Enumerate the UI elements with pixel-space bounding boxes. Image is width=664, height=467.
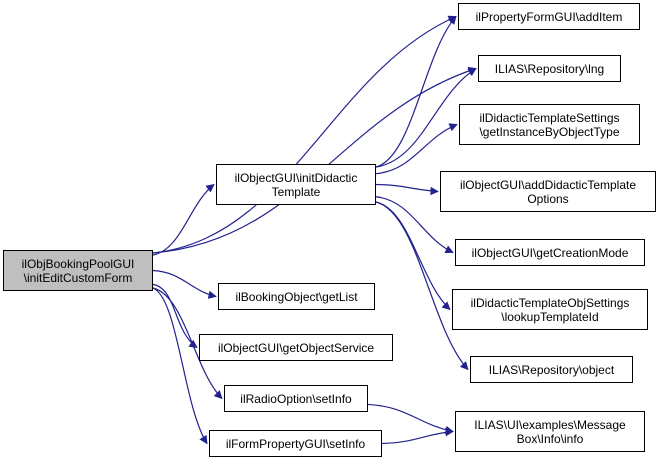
node-label: ILIAS\Repository\lng bbox=[494, 61, 605, 76]
node-label: ilDidacticTemplateObjSettings \lookupTem… bbox=[470, 295, 630, 324]
edge-initeditcustomform-to-ilformpropertygui-setinfo bbox=[152, 287, 208, 445]
edge-initeditcustomform-to-lng bbox=[152, 66, 477, 254]
edge-initeditcustomform-to-getobjectservice bbox=[152, 283, 198, 348]
edge-initeditcustomform-to-getlist bbox=[152, 269, 217, 299]
node-label: ilObjectGUI\addDidacticTemplate Options bbox=[459, 177, 637, 206]
node-label: ilObjectGUI\initDidactic Template bbox=[234, 170, 358, 199]
node-ilobjbookingpoolgui-initeditcustomform[interactable]: ilObjBookingPoolGUI \initEditCustomForm bbox=[3, 250, 153, 291]
node-ildidactictemplateobjsettings-lookuptemplateid[interactable]: ilDidacticTemplateObjSettings \lookupTem… bbox=[452, 289, 648, 330]
node-ilias-repository-object[interactable]: ILIAS\Repository\object bbox=[470, 356, 633, 383]
node-ilpropertyformgui-additem[interactable]: ilPropertyFormGUI\addItem bbox=[458, 3, 640, 30]
node-label: ILIAS\UI\examples\Message Box\Info\info bbox=[474, 417, 626, 446]
edge-ilradiooption-setinfo-to-messagebox-info bbox=[367, 403, 454, 435]
edge-initdidactictemplate-to-adddidactictemplateoptions bbox=[375, 183, 439, 196]
node-ilobjectgui-getcreationmode[interactable]: ilObjectGUI\getCreationMode bbox=[455, 239, 645, 266]
node-label: ilBookingObject\getList bbox=[235, 289, 358, 304]
edge-initeditcustomform-to-initdidactictemplate bbox=[152, 183, 215, 256]
edge-ilformpropertygui-setinfo-to-messagebox-info bbox=[381, 428, 454, 445]
edge-initdidactictemplate-to-additem bbox=[375, 15, 457, 168]
node-label: ilObjBookingPoolGUI \initEditCustomForm bbox=[21, 256, 135, 285]
node-ilradiooption-setinfo[interactable]: ilRadioOption\setInfo bbox=[224, 385, 368, 412]
node-ilobjectgui-initdidactictemplate[interactable]: ilObjectGUI\initDidactic Template bbox=[216, 164, 376, 205]
edge-initdidactictemplate-to-getcreationmode bbox=[375, 196, 454, 254]
node-ildidactictemplatesettings-getinstancebyobjecttype[interactable]: ilDidacticTemplateSettings \getInstanceB… bbox=[459, 104, 640, 145]
edge-initeditcustomform-to-additem bbox=[152, 15, 457, 254]
node-label: ilDidacticTemplateSettings \getInstanceB… bbox=[479, 110, 620, 139]
edge-initdidactictemplate-to-lng bbox=[375, 67, 477, 168]
node-ilias-ui-examples-messagebox-info-info[interactable]: ILIAS\UI\examples\Message Box\Info\info bbox=[455, 411, 645, 452]
node-label: ILIAS\Repository\object bbox=[488, 362, 615, 377]
node-label: ilFormPropertyGUI\setInfo bbox=[225, 436, 366, 451]
node-label: ilPropertyFormGUI\addItem bbox=[475, 9, 623, 24]
node-label: ilRadioOption\setInfo bbox=[240, 391, 352, 406]
node-ilobjectgui-adddidactictemplateoptions[interactable]: ilObjectGUI\addDidacticTemplate Options bbox=[440, 171, 656, 212]
node-label: ilObjectGUI\getObjectService bbox=[217, 340, 375, 355]
node-ilformpropertygui-setinfo[interactable]: ilFormPropertyGUI\setInfo bbox=[209, 430, 382, 457]
node-label: ilObjectGUI\getCreationMode bbox=[471, 245, 629, 260]
node-ilias-repository-lng[interactable]: ILIAS\Repository\lng bbox=[478, 55, 621, 82]
node-ilobjectgui-getobjectservice[interactable]: ilObjectGUI\getObjectService bbox=[199, 334, 393, 361]
node-ilbookingobject-getlist[interactable]: ilBookingObject\getList bbox=[218, 283, 375, 310]
edge-initdidactictemplate-to-getinstancebyobjecttype bbox=[375, 123, 458, 175]
edge-initeditcustomform-to-ilradiooption-setinfo bbox=[152, 287, 223, 400]
edge-initdidactictemplate-to-object bbox=[375, 201, 469, 371]
